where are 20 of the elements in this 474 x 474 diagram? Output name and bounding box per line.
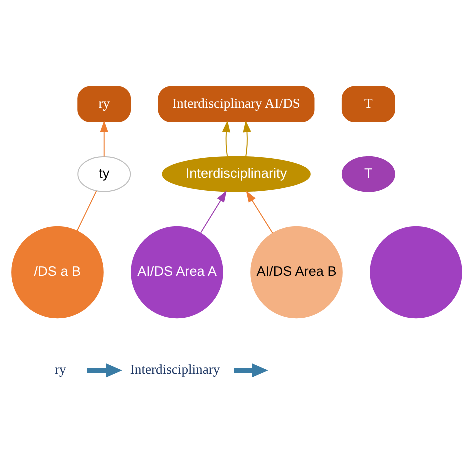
arrow xyxy=(243,120,252,157)
connector xyxy=(76,190,98,232)
node-circle xyxy=(370,226,462,318)
arrow xyxy=(100,120,108,157)
arrow xyxy=(200,190,227,233)
arrow xyxy=(222,120,231,157)
node-ellipse: Interdisciplinarity xyxy=(162,156,311,192)
node-box: Interdisciplinary AI/DS xyxy=(158,86,315,122)
node-ellipse: ty xyxy=(78,156,132,192)
node-circle: /DS a B xyxy=(12,226,104,318)
node-circle: AI/DS Area B xyxy=(250,226,343,318)
arrow xyxy=(87,363,122,378)
node-circle: AI/DS Area A xyxy=(131,226,224,318)
node-box: T xyxy=(342,86,396,122)
node-text: Interdisciplinary xyxy=(130,362,220,377)
arrow xyxy=(246,190,274,234)
node-ellipse: T xyxy=(342,156,396,192)
node-box: ry xyxy=(78,86,132,122)
node-text: ry xyxy=(54,362,66,377)
arrow xyxy=(234,363,268,378)
